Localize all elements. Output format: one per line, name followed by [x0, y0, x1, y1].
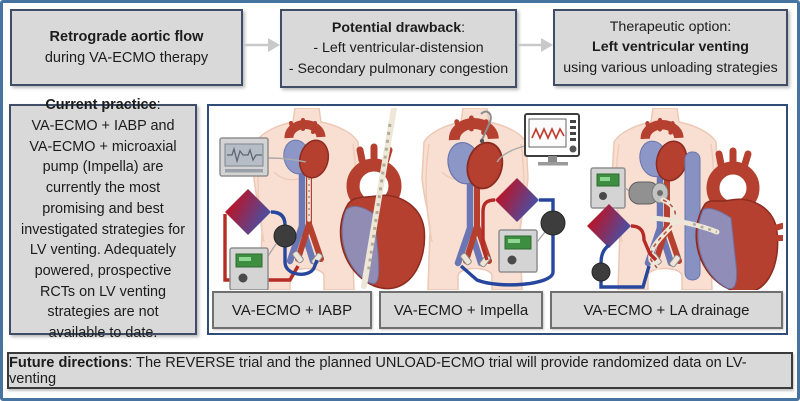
illustration-va-ecmo-iabp: [219, 108, 426, 290]
illustration-va-ecmo-impella: [421, 108, 580, 290]
flow-box-retrograde: Retrograde aortic flow during VA-ECMO th…: [10, 9, 243, 86]
illustration-panel: VA-ECMO + IABP VA-ECMO + Impella VA-ECMO…: [207, 104, 788, 335]
right-arrow-icon: [243, 38, 280, 52]
flow-box1-line1: Retrograde aortic flow: [49, 28, 204, 45]
oxygenator-icon: [587, 204, 631, 248]
current-practice-box: Current practice: VA-ECMO + IABP and VA-…: [9, 97, 197, 341]
flow-box1-line2: during VA-ECMO therapy: [44, 49, 209, 66]
enlarged-heart-iabp: [339, 108, 426, 290]
ecmo-illustrations: [219, 108, 783, 290]
impella-monitor-icon: [496, 113, 580, 166]
future-directions-text: Future directions: The REVERSE trial and…: [9, 354, 747, 387]
right-arrow-icon: [518, 38, 553, 52]
future-directions-box: Future directions: The REVERSE trial and…: [7, 352, 793, 389]
flow-box-drawback: Potential drawback: - Left ventricular-d…: [280, 9, 517, 88]
flow-box-therapeutic: Therapeutic option: Left ventricular ven…: [553, 9, 788, 86]
centrifugal-pump-icon: [591, 262, 611, 282]
ecg-monitor-icon: [219, 137, 307, 177]
enlarged-heart-la-drainage: [650, 147, 783, 290]
illustration-va-ecmo-la-drainage: [587, 108, 783, 290]
oxygenator-icon: [225, 189, 271, 235]
heart-icon: [639, 117, 688, 182]
flow-box2-title: Potential drawback:: [331, 20, 466, 37]
flow-box2-item2: - Secondary pulmonary congestion: [288, 60, 509, 77]
centrifugal-pump-icon: [540, 210, 566, 236]
heart-icon: [447, 115, 504, 190]
impella-catheter-icon: [480, 110, 492, 141]
flow-box2-item1: - Left ventricular-distension: [313, 40, 484, 57]
ecmo-console-icon: [229, 247, 269, 290]
flow-box3-line3: using various unloading strategies: [563, 59, 778, 76]
ecmo-console-icon: [498, 229, 538, 273]
strategy-label-row: VA-ECMO + IABP VA-ECMO + Impella VA-ECMO…: [212, 291, 783, 329]
label-va-ecmo-impella: VA-ECMO + Impella: [379, 291, 543, 329]
heart-icon: [283, 118, 330, 179]
label-va-ecmo-iabp: VA-ECMO + IABP: [212, 291, 372, 329]
label-va-ecmo-la-drainage: VA-ECMO + LA drainage: [550, 291, 783, 329]
flow-box3-line1: Therapeutic option:: [609, 19, 732, 36]
ecmo-console-icon: [590, 167, 626, 209]
current-practice-body: VA-ECMO + IABP and VA-ECMO + microaxial …: [21, 117, 185, 342]
flow-box3-line2: Left ventricular venting: [592, 39, 749, 56]
oxygenator-icon: [495, 178, 539, 222]
current-practice-title: Current practice:: [45, 97, 161, 114]
centrifugal-pump-icon: [273, 224, 297, 248]
